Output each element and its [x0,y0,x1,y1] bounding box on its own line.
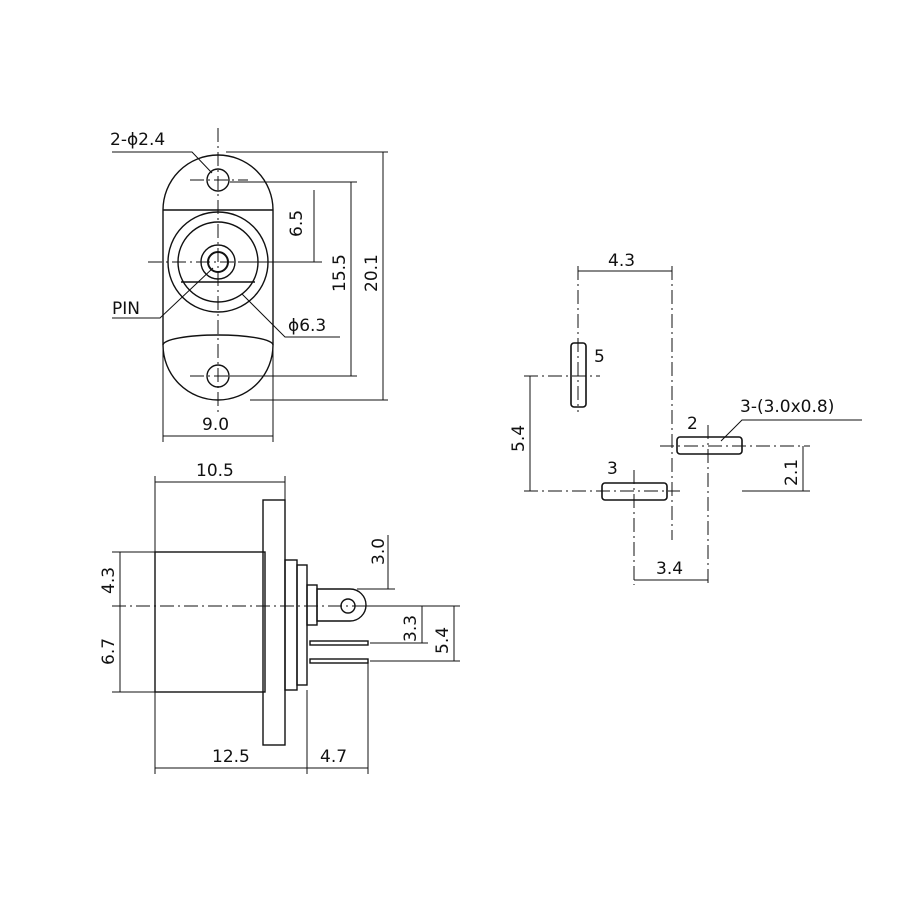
side-dim-4-7: 4.7 [320,747,347,767]
jack-body [154,551,266,693]
mounting-hole-top [206,168,230,192]
pad-5-label: 5 [594,347,605,367]
flange-plate [262,499,286,746]
fp-dim-2-1: 2.1 [782,459,802,486]
side-dim-5-4: 5.4 [433,627,453,654]
dim-20-1: 20.1 [362,254,382,292]
side-dim-6-7: 6.7 [99,638,119,665]
side-view: 10.5 4.3 6.7 3.0 3.3 5.4 12.5 4.7 [99,461,460,774]
pin-lower [309,658,369,664]
side-dim-3-0: 3.0 [369,538,389,565]
pad-2-label: 2 [687,414,698,434]
side-dim-12-5: 12.5 [212,747,250,767]
side-dim-4-3: 4.3 [99,567,119,594]
front-view: 2-ϕ2.4 PIN ϕ6.3 6.5 15.5 20.1 9.0 [110,128,388,442]
pad-3-label: 3 [607,459,618,479]
dim-6-5: 6.5 [287,210,307,237]
pin-upper [309,640,369,646]
fp-dim-4-3: 4.3 [608,251,635,271]
pad-spec: 3-(3.0x0.8) [740,397,834,417]
diameter-callout: ϕ6.3 [288,316,326,336]
dim-15-5: 15.5 [330,254,350,292]
dim-9-0: 9.0 [202,415,229,435]
pcb-footprint: 4.3 5.4 3.4 2.1 5 2 3 3-(3.0x0.8) [509,251,862,585]
side-dim-10-5: 10.5 [196,461,234,481]
pin-label: PIN [112,299,140,319]
fp-dim-5-4: 5.4 [509,425,529,452]
fp-dim-3-4: 3.4 [656,559,683,579]
tab-terminal [316,588,367,622]
side-dim-3-3: 3.3 [401,615,421,642]
hole-callout: 2-ϕ2.4 [110,130,165,150]
